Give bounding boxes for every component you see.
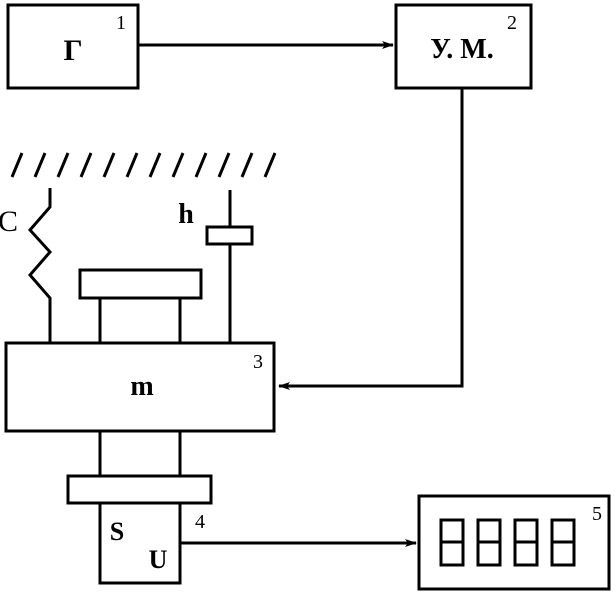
sensor-number: 4: [195, 511, 205, 533]
spring: C: [0, 188, 53, 343]
fixed-support-hatching: [10, 152, 277, 178]
generator-box: [6, 3, 140, 90]
sensor-block: S U 4: [98, 501, 205, 585]
generator-label: Г: [63, 34, 82, 67]
arrow-amplifier-to-mass: [278, 88, 464, 390]
amplifier-label: У. М.: [430, 34, 493, 65]
seven-segment-digit: [513, 518, 539, 567]
sensor-mount-plate: [66, 474, 213, 505]
amplifier-number: 2: [507, 12, 517, 34]
display-number: 5: [592, 503, 602, 525]
seven-segment-digit: [439, 518, 465, 567]
seven-segment-digit: [476, 518, 502, 567]
mass-number: 3: [253, 351, 263, 373]
top-load-plate: [78, 268, 203, 300]
mass-label: m: [130, 371, 153, 402]
display-digits: [439, 518, 576, 567]
generator-number: 1: [116, 12, 126, 34]
display-block: 5: [417, 494, 611, 591]
sensor-label-u: U: [149, 545, 168, 574]
damper-label: h: [178, 199, 194, 230]
damper-body: [205, 225, 254, 246]
spring-coil: [27, 188, 53, 343]
top-load: [78, 268, 203, 343]
sensor-box: [98, 501, 182, 585]
amplifier-box: [394, 3, 533, 90]
generator-block: Г 1: [6, 3, 140, 90]
seven-segment-digit: [550, 518, 576, 567]
damper: h: [178, 190, 254, 343]
mass-box: [4, 341, 276, 433]
spring-label: C: [0, 205, 18, 238]
amplifier-block: У. М. 2: [394, 3, 533, 90]
sensor-label-s: S: [110, 517, 124, 546]
mass-block: m 3: [4, 341, 276, 433]
